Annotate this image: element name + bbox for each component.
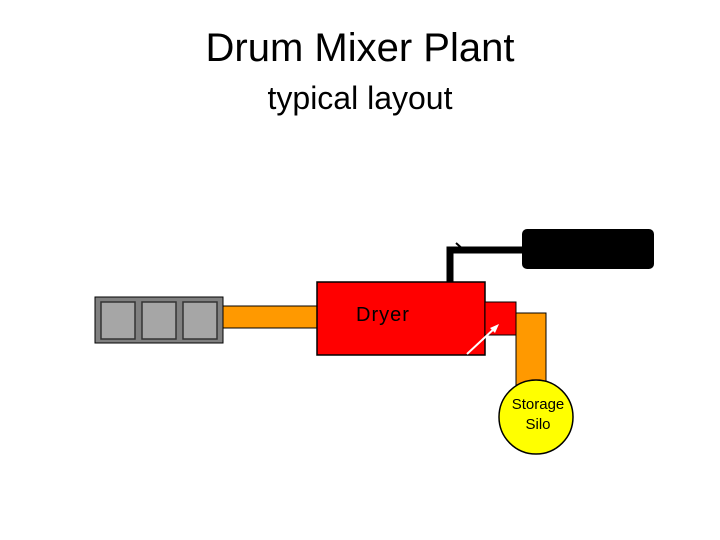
exhaust-duct (446, 246, 522, 282)
silo-label-line-1: Storage (512, 396, 565, 413)
cold-feed-bin-2 (141, 301, 177, 340)
cold-feed-bins (94, 296, 224, 344)
discharge-chute (484, 301, 517, 336)
silo-label-line-2: Silo (525, 416, 550, 433)
page-subtitle: typical layout (267, 80, 453, 116)
exhaust-duct-tip (455, 242, 466, 252)
storage-silo (498, 379, 574, 455)
page-title: Drum Mixer Plant (205, 26, 515, 70)
baghouse (522, 229, 654, 269)
flow-arrow-head (490, 324, 499, 333)
flow-arrow (466, 326, 497, 355)
dryer-drum (316, 281, 486, 356)
feed-conveyor (222, 305, 318, 329)
cold-feed-bin-1 (100, 301, 136, 340)
dryer-label: Dryer (356, 304, 410, 326)
cold-feed-bin-3 (182, 301, 218, 340)
